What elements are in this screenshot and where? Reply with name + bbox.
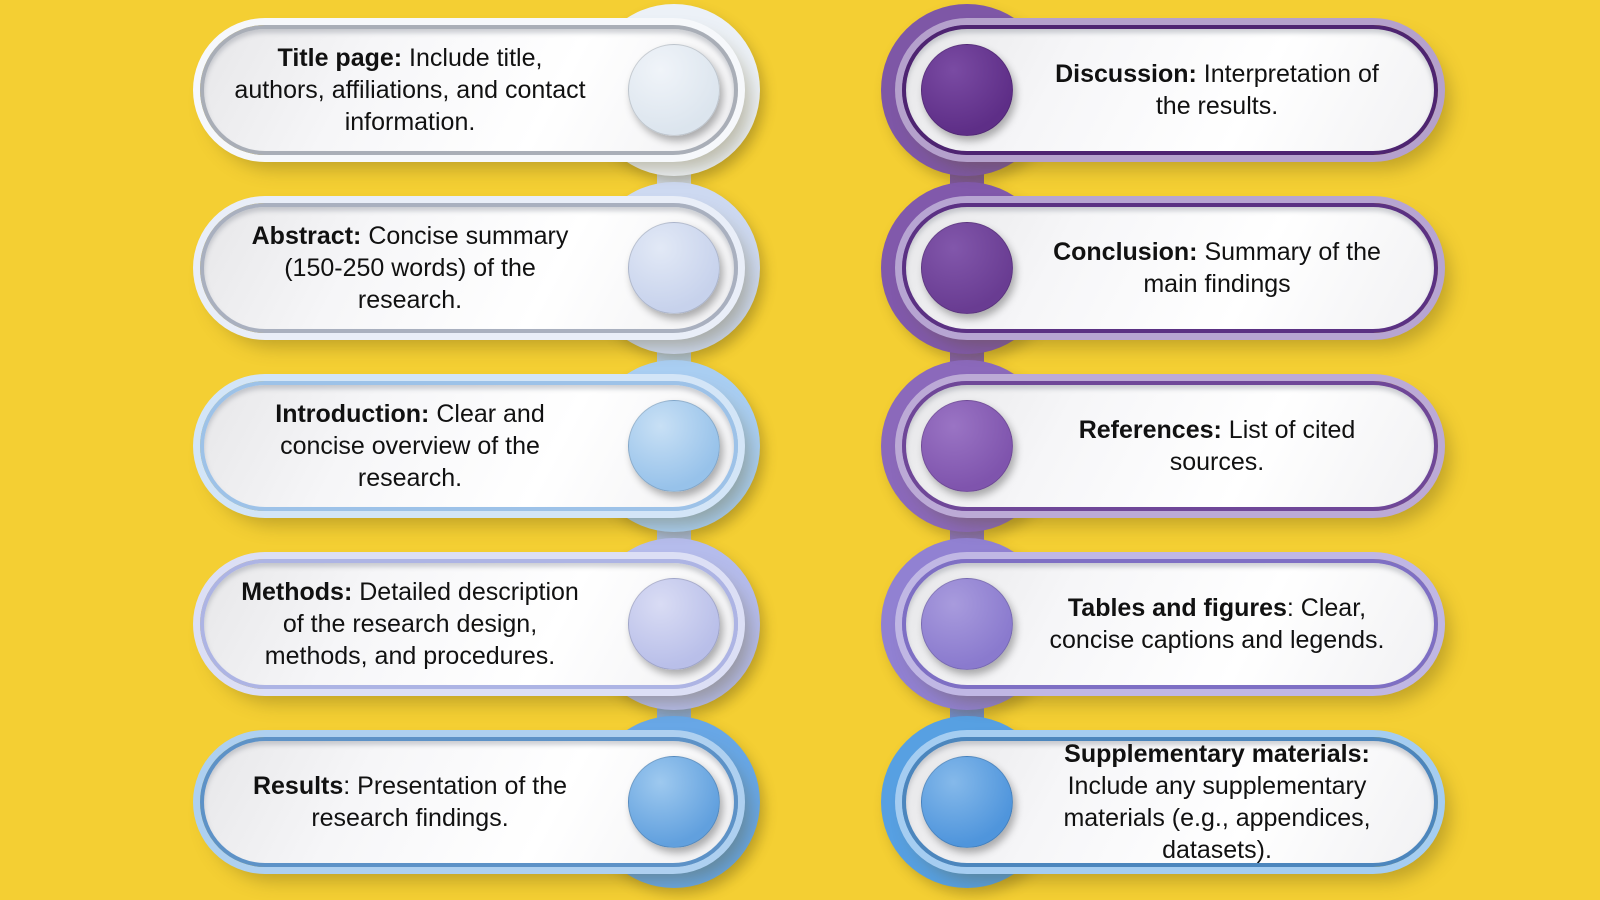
pill-description: List of cited sources. bbox=[1169, 416, 1356, 476]
pill-label: Methods: bbox=[241, 578, 353, 606]
pill-description: Include any supplementary materials (e.g… bbox=[1063, 772, 1371, 864]
pill-description: Clear and concise overview of the resear… bbox=[280, 400, 545, 492]
pill-text: Supplementary materials: Include any sup… bbox=[906, 738, 1434, 866]
pill-text: Results: Presentation of the research fi… bbox=[204, 770, 734, 834]
pill-label: Results bbox=[252, 772, 344, 800]
step-circle bbox=[921, 756, 1013, 848]
pill-description: : Presentation of the research findings. bbox=[311, 772, 568, 832]
pill-description: : Clear, concise captions and legends. bbox=[1049, 594, 1385, 654]
pill-conclusion: Conclusion: Summary of the main findings bbox=[902, 203, 1438, 333]
pill-label: Discussion: bbox=[1055, 60, 1197, 88]
pill-description: Detailed description of the research des… bbox=[264, 578, 579, 670]
pill-description: Summary of the main findings bbox=[1143, 238, 1381, 298]
step-circle bbox=[628, 44, 720, 136]
pill-label: Title page: bbox=[277, 44, 403, 72]
pill-label: Tables and figures bbox=[1067, 594, 1287, 622]
step-circle bbox=[921, 222, 1013, 314]
pill-description: Concise summary (150-250 words) of the r… bbox=[284, 222, 569, 314]
pill-text: Title page: Include title, authors, affi… bbox=[204, 42, 734, 138]
step-circle bbox=[628, 756, 720, 848]
pill-text: References: List of cited sources. bbox=[906, 414, 1434, 478]
step-circle bbox=[628, 578, 720, 670]
pill-text: Methods: Detailed description of the res… bbox=[204, 576, 734, 672]
pill-text: Introduction: Clear and concise overview… bbox=[204, 398, 734, 494]
pill-text: Conclusion: Summary of the main findings bbox=[906, 236, 1434, 300]
pill-label: References: bbox=[1078, 416, 1222, 444]
pill-text: Abstract: Concise summary (150-250 words… bbox=[204, 220, 734, 316]
pill-abstract: Abstract: Concise summary (150-250 words… bbox=[200, 203, 738, 333]
step-circle bbox=[921, 578, 1013, 670]
step-circle bbox=[628, 400, 720, 492]
pill-description: Interpretation of the results. bbox=[1155, 60, 1379, 120]
pill-text: Tables and figures: Clear, concise capti… bbox=[906, 592, 1434, 656]
pill-label: Introduction: bbox=[275, 400, 430, 428]
pill-discussion: Discussion: Interpretation of the result… bbox=[902, 25, 1438, 155]
pill-text: Discussion: Interpretation of the result… bbox=[906, 58, 1434, 122]
pill-description: Include title, authors, affiliations, an… bbox=[234, 44, 586, 136]
pill-label: Conclusion: bbox=[1053, 238, 1198, 266]
step-circle bbox=[921, 44, 1013, 136]
step-circle bbox=[921, 400, 1013, 492]
pill-label: Supplementary materials: bbox=[1064, 740, 1370, 768]
step-circle bbox=[628, 222, 720, 314]
pill-supplementary: Supplementary materials: Include any sup… bbox=[902, 737, 1438, 867]
pill-label: Abstract: bbox=[251, 222, 362, 250]
